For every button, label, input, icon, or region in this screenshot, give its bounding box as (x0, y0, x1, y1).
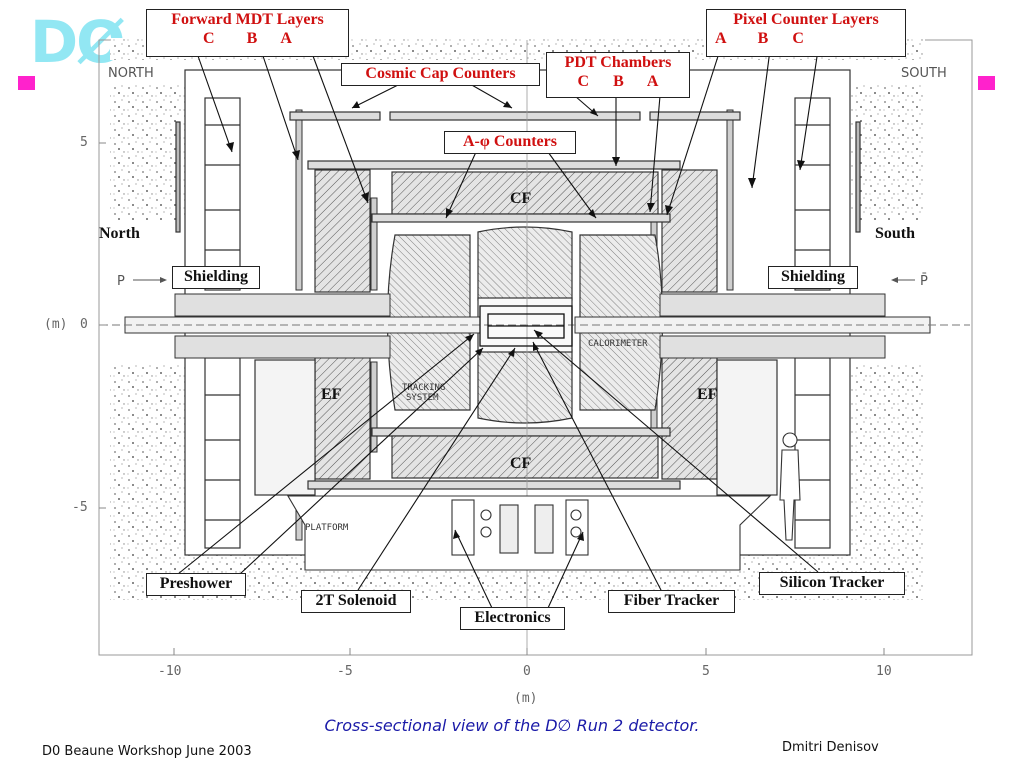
platform (287, 495, 772, 571)
ef-right-label: EF (697, 386, 718, 403)
footer-left: D0 Beaune Workshop June 2003 (42, 744, 252, 759)
forward-mdt-title: Forward MDT Layers (171, 11, 324, 28)
person-figure (779, 432, 801, 541)
cf-top-label: CF (510, 190, 532, 207)
system-text: SYSTEM (406, 393, 439, 403)
x-axis-unit: (m) (514, 691, 538, 706)
forward-muon-frames (175, 97, 861, 549)
tracker (479, 305, 573, 347)
pixel-counter-label: Pixel Counter Layers A B C (706, 9, 906, 57)
pdt-letters: C B A (577, 73, 659, 90)
arrowheads (226, 101, 805, 541)
north-caps: NORTH (108, 66, 154, 81)
footer-right: Dmitri Denisov (782, 740, 879, 755)
axis-ticks (99, 142, 885, 655)
pdt-chambers-label: PDT Chambers C B A (546, 52, 690, 98)
ef-left-label: EF (321, 386, 342, 403)
x-tick-5: 5 (702, 664, 710, 679)
y-axis-unit: (m) (44, 317, 68, 332)
wall-left-top (110, 85, 185, 220)
p-right: P̄ (920, 274, 928, 289)
calorimeter-text: CALORIMETER (588, 339, 648, 349)
slide-marker-left (18, 76, 35, 90)
x-tick-neg10: -10 (158, 664, 182, 679)
wall-left-bottom (110, 365, 185, 560)
y-tick-neg5: -5 (72, 500, 88, 515)
x-tick-0: 0 (523, 664, 531, 679)
slide-marker-right (978, 76, 995, 90)
tracking-text: TRACKING (402, 383, 445, 393)
electronics-label: Electronics (460, 607, 565, 630)
p-left: P (117, 274, 125, 289)
x-tick-neg5: -5 (337, 664, 353, 679)
shielding-left-label: Shielding (172, 266, 260, 289)
fiber-tracker-label: Fiber Tracker (608, 590, 735, 613)
wall-right-top (850, 85, 925, 220)
beamline (100, 40, 970, 655)
cosmic-cap-label: Cosmic Cap Counters (341, 63, 540, 86)
preshower-label: Preshower (146, 573, 246, 596)
cf-bottom-label: CF (510, 455, 532, 472)
south-label: South (875, 225, 916, 242)
y-tick-0: 0 (80, 317, 88, 332)
central-toroid (289, 111, 741, 490)
x-tick-10: 10 (876, 664, 892, 679)
shielding-right-label: Shielding (768, 266, 858, 289)
forward-mdt-label: Forward MDT Layers C B A (146, 9, 349, 57)
platform-text: PLATFORM (305, 523, 349, 533)
y-tick-5: 5 (80, 135, 88, 150)
north-label: North (99, 225, 140, 242)
d0-logo: DØ (30, 8, 125, 76)
figure-caption: Cross-sectional view of the D∅ Run 2 det… (324, 716, 700, 735)
pixel-counter-letters: A B C (715, 30, 804, 47)
a-phi-label: A-φ Counters (444, 131, 576, 154)
wall-right-bottom (850, 365, 925, 560)
south-caps: SOUTH (901, 66, 947, 81)
silicon-tracker-label: Silicon Tracker (759, 572, 905, 595)
solenoid-label: 2T Solenoid (301, 590, 411, 613)
forward-mdt-letters: C B A (203, 30, 292, 47)
pointer-lines (177, 49, 819, 609)
pixel-counter-title: Pixel Counter Layers (733, 11, 879, 28)
pdt-chambers-title: PDT Chambers (564, 54, 672, 71)
